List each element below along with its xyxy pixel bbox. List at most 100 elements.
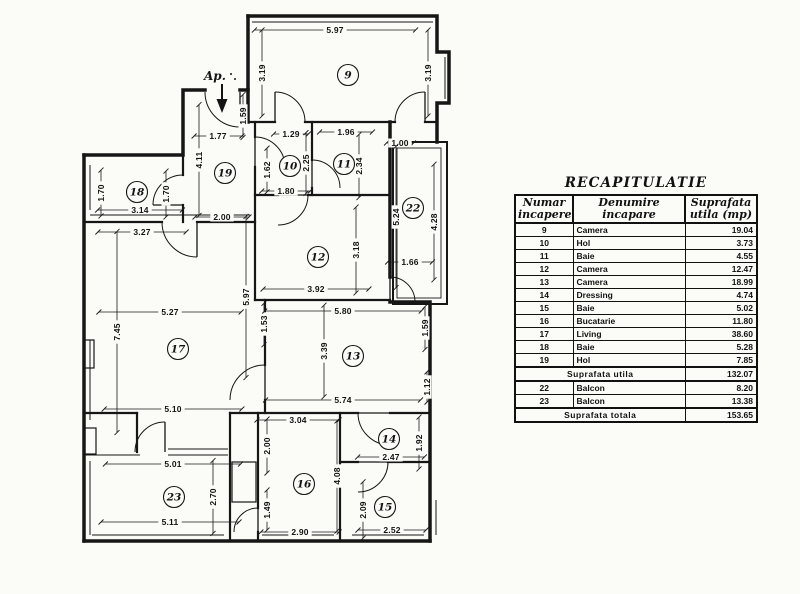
dimension-tick [416,414,422,420]
dimension-tick [354,454,361,460]
dimension-label-bg [262,158,272,182]
dimension-label: 1.49 [262,501,272,518]
cell-room-number: 22 [514,380,574,396]
dimension-label: 1.29 [282,129,299,139]
dimension-tick [264,145,270,151]
dimension-tick [384,259,391,265]
dimension-label: 2.90 [291,527,308,537]
dimension-tick [98,519,104,525]
dimension-label: 5.97 [241,288,251,305]
room-number-label: 13 [346,351,361,363]
cell-room-number: 15 [514,301,574,316]
door-arc [134,421,166,453]
room-22: 22 [401,196,425,220]
cell-room-area: 12.47 [684,262,758,277]
room-16: 16 [292,472,316,496]
cell-room-area: 3.73 [684,236,758,251]
dimension-tick [237,461,244,467]
room-number-circle [166,337,190,361]
subtotal-value: 132.07 [684,366,758,383]
room-number-circle [341,344,365,368]
dimension-label: 2.47 [382,452,399,462]
dimension-label-bg [380,525,404,535]
entrance-marker: Ap. [203,69,236,113]
dimension-label-bg [358,498,368,522]
dimension-label-bg [379,452,403,462]
dimension-tick [270,131,277,137]
dimension-tick [251,27,258,33]
dimension-tick [261,308,268,314]
room-number-circle [373,495,397,519]
cell-room-name: Camera [572,222,686,238]
dimension: 4.08 [332,418,342,534]
dimension-tick [334,528,340,534]
dimension: 1.66 [384,257,436,267]
cell-room-area: 5.28 [684,340,758,355]
cell-room-number: 16 [514,314,574,329]
door-arc [274,91,306,123]
dimension: 3.39 [319,302,329,400]
dimension-label: 4.08 [332,467,342,484]
dimension-label: 1.92 [414,434,424,451]
room-number-circle [401,196,425,220]
dimension-label: 3.92 [307,284,324,294]
dimension-tick [260,286,266,292]
dimension-label: 1.59 [420,319,430,336]
dimension-tick [254,417,260,423]
dimension-tick [431,161,437,168]
door-arc [161,221,198,258]
dimension-label-bg [208,485,218,509]
cell-room-name: Baie [572,249,686,264]
dimension-label: 3.19 [257,64,267,81]
dimension-tick [98,213,104,219]
dimension: 2.47 [354,452,428,462]
dimension: 1.29 [270,129,312,139]
dimension-label-bg [128,205,152,215]
dimension-tick [239,133,245,139]
dimension-tick [95,229,101,235]
dimension-label-bg [388,138,412,148]
dimension-label: 2.25 [301,154,311,171]
room-number-circle [336,63,360,87]
cell-room-area: 8.20 [684,380,758,396]
dimension-label-bg [331,306,355,316]
dimension-label: 4.28 [429,213,439,230]
dimension-label-bg [158,517,182,527]
room-14: 14 [377,427,401,451]
cell-room-name: Baie [572,340,686,355]
dimension-label-bg [158,307,182,317]
dimension-tick [366,286,372,292]
dimension: 1.53 [259,300,269,348]
room-18: 18 [125,180,149,204]
dimension: 1.77 [191,131,245,141]
dimension: 1.49 [262,487,272,533]
dimension-label-bg [323,25,347,35]
entrance-dot [230,73,232,75]
cell-room-name: Living [572,327,686,342]
dimension-label: 3.18 [351,241,361,258]
room-number-circle [332,152,356,176]
dimension-label: 5.10 [164,404,181,414]
dimension-tick [240,91,246,98]
dimension-label: 3.39 [319,342,329,359]
dimension: 5.11 [98,517,242,527]
dimension-tick [98,167,104,173]
dimension: 2.34 [354,131,364,201]
room-number-label: 23 [166,492,182,504]
dimension-tick [303,129,309,136]
dimension-tick [393,284,399,291]
room-11: 11 [332,152,356,176]
dimension-label-bg [286,415,310,425]
dimension-label-bg [238,104,248,128]
door-arc [233,507,259,533]
cell-room-number: 12 [514,262,574,277]
cell-room-area: 38.60 [684,327,758,342]
dimension-label-bg [331,395,355,405]
door-arc [357,461,389,493]
